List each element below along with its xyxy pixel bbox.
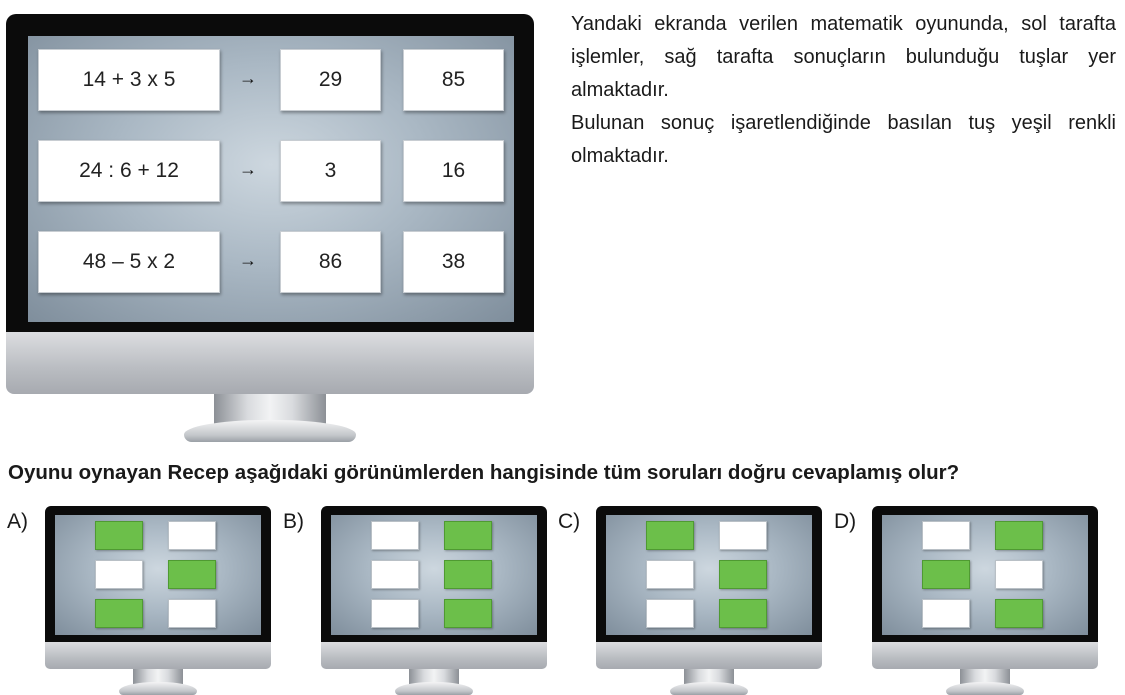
result-key-3b[interactable]: 38 [403,231,504,293]
monitor-base [119,682,197,695]
monitor-screen [331,515,537,635]
answer-key-white [168,521,216,550]
answer-key-green [995,521,1043,550]
option-b-label: B) [283,510,304,533]
monitor-stand [960,669,1010,685]
monitor-chin [6,332,534,394]
expression-key-3: 48 – 5 x 2 [38,231,220,293]
answer-key-green [168,560,216,589]
intro-text: Yandaki ekranda verilen matematik oyunun… [571,8,1116,173]
answer-key-white [371,560,419,589]
monitor-chin [321,642,547,669]
answer-key-green [444,599,492,628]
monitor-stand [684,669,734,685]
answer-key-white [646,560,694,589]
answer-key-green [95,599,143,628]
answer-key-white [95,560,143,589]
answer-key-white [371,521,419,550]
option-c-monitor[interactable] [596,506,822,695]
monitor-screen [882,515,1088,635]
monitor-stand [409,669,459,685]
answer-key-green [646,521,694,550]
monitor-chin [45,642,271,669]
answer-key-white [371,599,419,628]
option-c-label: C) [558,510,581,533]
option-d-label: D) [834,510,857,533]
option-d-monitor[interactable] [872,506,1098,695]
question-text: Oyunu oynayan Recep aşağıdaki görünümler… [8,461,960,484]
option-a-monitor[interactable] [45,506,271,695]
answer-key-green [719,560,767,589]
option-b-monitor[interactable] [321,506,547,695]
answer-key-green [95,521,143,550]
monitor-base [670,682,748,695]
answer-key-green [922,560,970,589]
option-a-label: A) [7,510,28,533]
result-key-3a[interactable]: 86 [280,231,381,293]
result-key-1b[interactable]: 85 [403,49,504,111]
answer-key-white [922,599,970,628]
answer-key-white [922,521,970,550]
monitor-screen [55,515,261,635]
answer-key-white [168,599,216,628]
intro-paragraph-1: Yandaki ekranda verilen matematik oyunun… [571,13,1116,101]
monitor-base [395,682,473,695]
answer-key-green [444,560,492,589]
game-screen: 14 + 3 x 5 → 29 85 24 : 6 + 12 → 3 16 48… [28,36,514,322]
answer-key-white [995,560,1043,589]
answer-key-white [719,521,767,550]
monitor-base [184,420,356,442]
answer-key-green [444,521,492,550]
result-key-1a[interactable]: 29 [280,49,381,111]
result-key-2b[interactable]: 16 [403,140,504,202]
expression-key-2: 24 : 6 + 12 [38,140,220,202]
monitor-screen [606,515,812,635]
answer-key-green [995,599,1043,628]
expression-key-1: 14 + 3 x 5 [38,49,220,111]
result-key-2a[interactable]: 3 [280,140,381,202]
answer-key-white [646,599,694,628]
arrow-icon: → [239,159,257,179]
game-monitor: 14 + 3 x 5 → 29 85 24 : 6 + 12 → 3 16 48… [6,14,534,442]
monitor-base [946,682,1024,695]
monitor-stand [214,394,326,424]
answer-key-green [719,599,767,628]
arrow-icon: → [239,68,257,88]
monitor-chin [872,642,1098,669]
monitor-chin [596,642,822,669]
monitor-stand [133,669,183,685]
arrow-icon: → [239,250,257,270]
intro-paragraph-2: Bulunan sonuç işaretlendiğinde basılan t… [571,112,1116,167]
